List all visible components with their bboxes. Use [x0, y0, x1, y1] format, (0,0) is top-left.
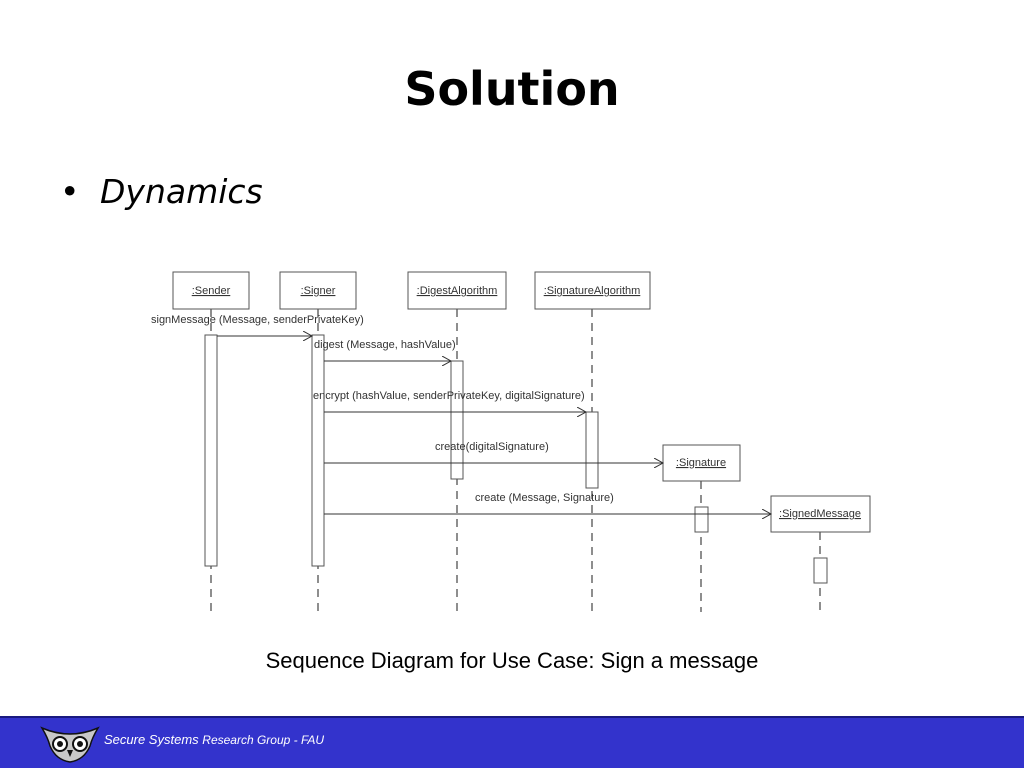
lifeline-sender-box [172, 271, 250, 310]
bullet-item: • Dynamics [60, 172, 263, 211]
diagram-caption: Sequence Diagram for Use Case: Sign a me… [265, 648, 759, 673]
activation-signature [694, 506, 709, 533]
message-digest-label: digest (Message, hashValue) [314, 339, 456, 351]
lifeline-digest-box [407, 271, 507, 310]
lifeline-signer-label: :Signer [301, 285, 336, 297]
owl-logo-icon [40, 726, 100, 763]
footer-org-a: Secure Systems [104, 732, 199, 747]
activation-signer [311, 334, 325, 567]
footer-text: Secure Systems Research Group - FAU [104, 732, 324, 747]
lifeline-digest-label: :DigestAlgorithm [417, 285, 498, 297]
sequence-diagram: :Sender :Signer :DigestAlgorithm :Signat… [151, 271, 871, 612]
lifeline-signer-box [279, 271, 357, 310]
activation-sigalg [585, 411, 599, 489]
bullet-dot-icon: • [60, 172, 80, 211]
lifeline-sender-label: :Sender [192, 285, 231, 297]
activation-signedmsg [813, 557, 828, 584]
footer-org-b: Research Group - FAU [202, 733, 325, 747]
lifeline-signedmsg-label: :SignedMessage [779, 508, 861, 520]
slide-title: Solution [404, 62, 620, 116]
message-encrypt-label: encrypt (hashValue, senderPrivateKey, di… [313, 390, 585, 402]
lifeline-signature-label: :Signature [676, 457, 726, 469]
lifeline-sigalg-label: :SignatureAlgorithm [544, 285, 641, 297]
message-sign-label: signMessage (Message, senderPrivateKey) [151, 314, 364, 326]
bullet-text: Dynamics [100, 172, 263, 211]
lifeline-signature-box [662, 444, 741, 482]
activation-sender [204, 334, 218, 567]
message-create-signature-label: create(digitalSignature) [435, 441, 549, 453]
lifeline-sigalg-box [534, 271, 651, 310]
lifeline-signedmsg-box [770, 495, 871, 533]
activation-digest [450, 360, 464, 480]
footer-bar: Secure Systems Research Group - FAU [0, 716, 1024, 768]
message-create-signedmsg-label: create (Message, Signature) [475, 492, 614, 504]
